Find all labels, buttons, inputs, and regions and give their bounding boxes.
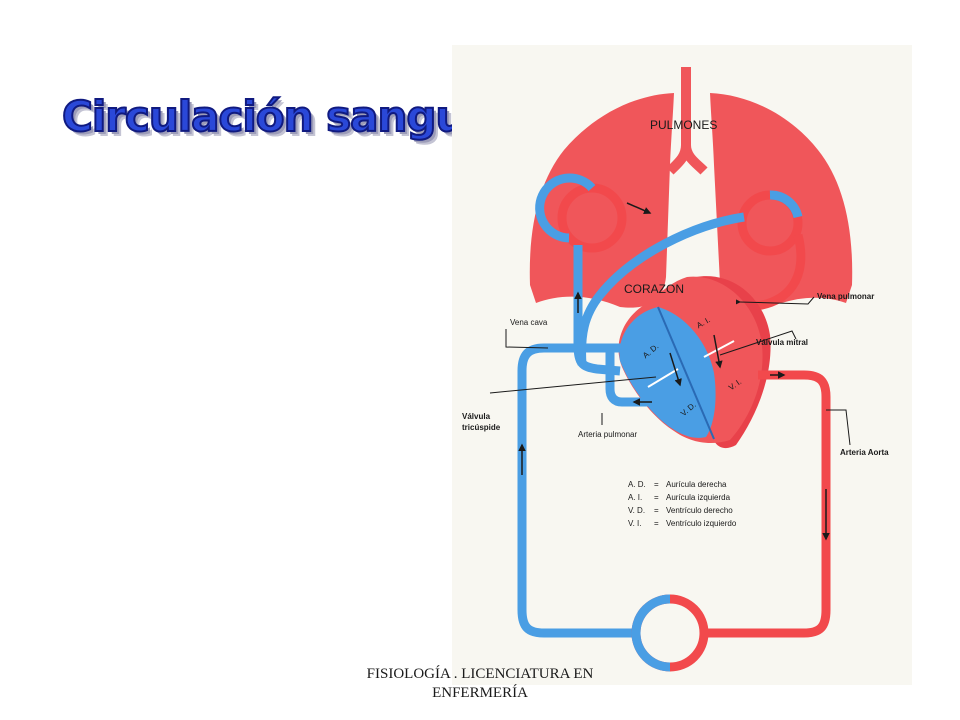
- pulmonary-artery-right-vessel: [577, 212, 745, 366]
- footer-line-2: ENFERMERÍA: [432, 685, 528, 701]
- label-vena-pulmonar: Vena pulmonar: [817, 292, 874, 301]
- slide-footer: FISIOLOGÍA . LICENCIATURA EN ENFERMERÍA: [330, 665, 630, 703]
- left-lung: [529, 93, 674, 308]
- mitral-valve-mark: [703, 340, 735, 358]
- lung-capillary-left-blue: [535, 173, 596, 243]
- legend-text-3: Ventrículo izquierdo: [666, 519, 737, 528]
- label-valvula-mitral: Válvula mitral: [756, 338, 808, 347]
- callout-vena-cava: [505, 329, 549, 349]
- label-vena-cava: Vena cava: [510, 318, 548, 327]
- heart-septum: [657, 306, 715, 440]
- abbreviation-legend: A. D. = Aurícula derecha A. I. = Aurícul…: [628, 480, 737, 528]
- lung-capillary-right-blue: [769, 190, 803, 219]
- legend-sep-1: =: [654, 493, 659, 502]
- legend-text-0: Aurícula derecha: [666, 480, 727, 489]
- legend-abbr-1: A. I.: [628, 493, 642, 502]
- footer-line-1: FISIOLOGÍA . LICENCIATURA EN: [366, 666, 594, 682]
- label-corazon: CORAZON: [624, 282, 684, 296]
- circulation-diagram-panel: PULMONES CORAZON Vena pulmonar Vena cava…: [452, 45, 912, 685]
- circulation-diagram: PULMONES CORAZON Vena pulmonar Vena cava…: [462, 67, 889, 672]
- arrow-left-lung: [626, 202, 652, 215]
- legend-text-2: Ventrículo derecho: [666, 506, 733, 515]
- callout-valvula-mitral: [719, 330, 797, 356]
- legend-abbr-2: V. D.: [628, 506, 645, 515]
- legend-text-1: Aurícula izquierda: [666, 493, 731, 502]
- label-arteria-pulmonar: Arteria pulmonar: [578, 430, 637, 439]
- label-pulmones: PULMONES: [650, 118, 717, 132]
- vena-cava-vessel: [517, 343, 634, 638]
- callout-tricuspide: [489, 376, 657, 394]
- legend-sep-3: =: [654, 519, 659, 528]
- label-arteria-aorta: Arteria Aorta: [840, 448, 889, 457]
- tricuspid-valve-mark: [647, 368, 679, 388]
- heart-right-chamber: [619, 307, 716, 438]
- legend-abbr-0: A. D.: [628, 480, 646, 489]
- label-tricuspide: tricúspide: [462, 423, 501, 432]
- label-valvula: Válvula: [462, 412, 491, 421]
- callout-vena-pulmonar: [735, 296, 815, 305]
- legend-sep-0: =: [654, 480, 659, 489]
- arrow-left-heart: [713, 334, 723, 369]
- legend-abbr-3: V. I.: [628, 519, 642, 528]
- callout-arteria-aorta: [826, 409, 851, 446]
- arrow-right-heart: [669, 352, 682, 387]
- systemic-capillary-blue: [631, 594, 671, 672]
- trachea: [666, 67, 708, 175]
- legend-sep-2: =: [654, 506, 659, 515]
- pulmonary-artery-trunk: [605, 345, 656, 407]
